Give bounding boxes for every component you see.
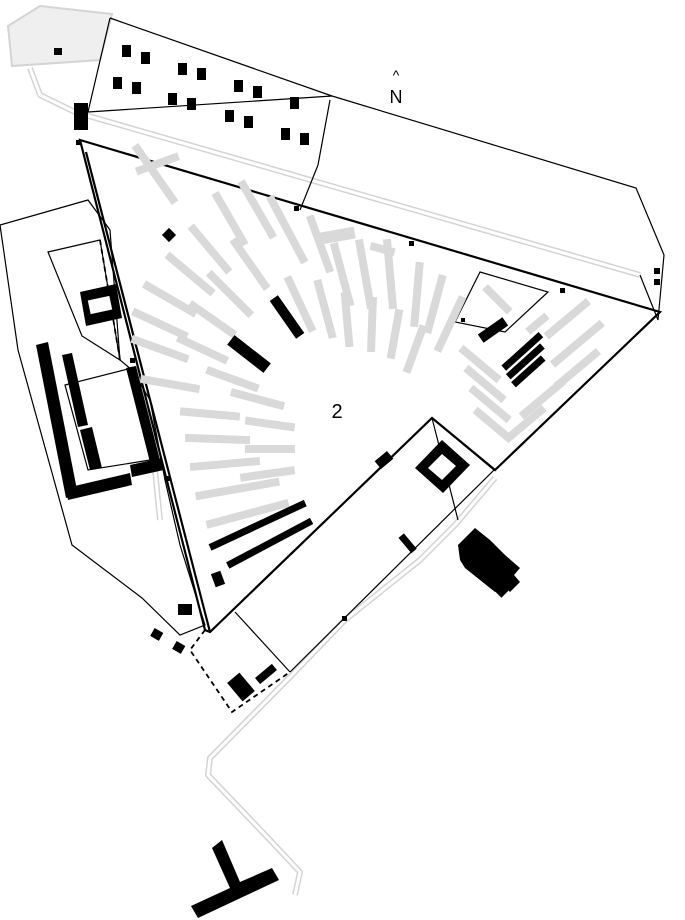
dashed-fence-west xyxy=(99,239,121,361)
north-arrow-icon: ^ xyxy=(393,67,400,83)
north-label: N xyxy=(390,87,403,107)
black-buildings xyxy=(36,45,660,918)
grey-area-northwest xyxy=(6,4,114,68)
area-label: 2 xyxy=(331,401,342,423)
camp-fence-inner xyxy=(84,151,212,633)
fence-posts xyxy=(76,140,565,621)
grey-barracks xyxy=(130,143,605,529)
dashed-fence-south xyxy=(188,629,291,714)
